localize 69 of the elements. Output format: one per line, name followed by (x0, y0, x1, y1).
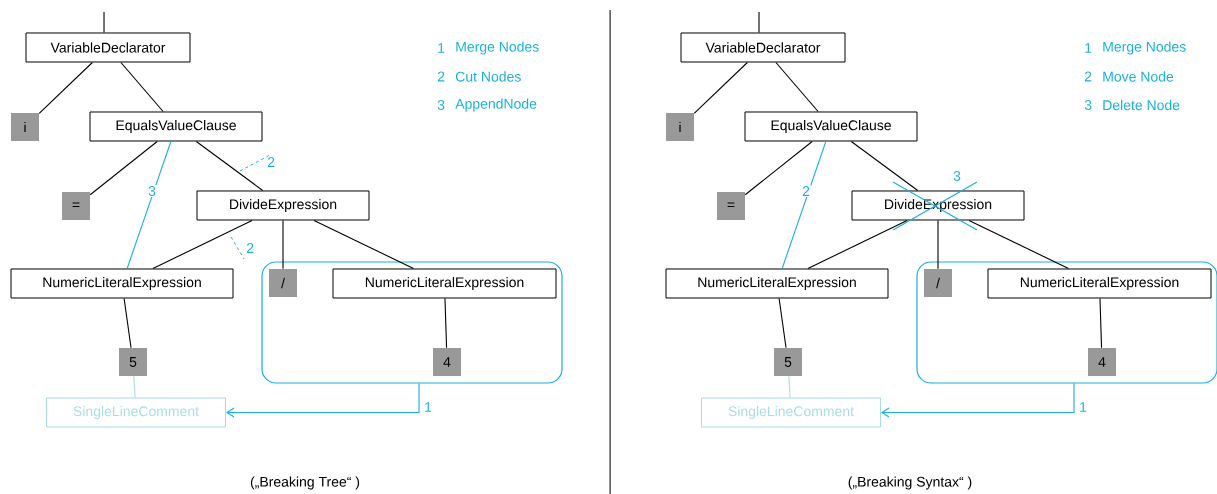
connector-line (282, 219, 284, 270)
connector-line (807, 219, 908, 270)
edge-label: 3 (147, 185, 157, 197)
legend-text: Merge Nodes (456, 41, 539, 55)
syntax-node-box: DivideExpression (196, 190, 370, 221)
syntax-node-box: NumericLiteralExpression (10, 268, 234, 299)
comment-node-box: SingleLineComment (701, 397, 881, 428)
connector-line (744, 140, 813, 196)
legend-text: Move Node (1103, 71, 1174, 82)
connector-line (968, 219, 1069, 270)
caption: („Breaking Syntax“ ) (848, 476, 972, 490)
legend-number: 1 (438, 43, 445, 53)
legend-number: 3 (1084, 100, 1092, 110)
token-tile: = (717, 192, 745, 220)
connector-line (120, 61, 164, 113)
token-tile: i (11, 113, 39, 141)
syntax-node-box: VariableDeclarator (25, 32, 191, 63)
token-tile: 5 (774, 348, 802, 376)
token-tile: / (269, 269, 297, 297)
legend-number: 3 (437, 100, 445, 110)
syntax-node-box: EqualsValueClause (744, 111, 918, 142)
token-tile: = (62, 192, 90, 220)
connector-line (126, 140, 172, 270)
syntax-node-box: NumericLiteralExpression (987, 268, 1212, 299)
connector-line (152, 219, 253, 270)
token-tile: 4 (1088, 348, 1116, 376)
connector-line (444, 297, 448, 349)
cut-number: 2 (267, 157, 275, 167)
token-tile: 4 (433, 348, 461, 376)
group-outline (261, 261, 563, 384)
legend-text: Merge Nodes (1103, 41, 1186, 55)
connector-line (788, 375, 791, 399)
legend-number: 1 (1085, 43, 1092, 53)
delete-number: 3 (953, 171, 961, 181)
syntax-node-box: EqualsValueClause (89, 111, 263, 142)
connector-line (781, 140, 827, 270)
token-tile: i (666, 113, 694, 141)
connector-line (775, 61, 819, 113)
connector-line (850, 140, 919, 192)
legend-number: 2 (437, 71, 445, 82)
connector-line (195, 140, 264, 192)
connector-line (693, 61, 748, 114)
connector-line (38, 61, 93, 114)
connector-line (89, 140, 158, 196)
arrow (881, 383, 1075, 418)
arrow (226, 383, 420, 418)
legend-number: 2 (1084, 71, 1092, 82)
connector-line (937, 219, 939, 270)
syntax-node-box: NumericLiteralExpression (665, 268, 889, 299)
token-tile: / (924, 269, 952, 297)
edge-label: 2 (801, 185, 811, 197)
cut-number: 2 (246, 243, 254, 253)
connector-line (778, 297, 787, 349)
syntax-node-box: NumericLiteralExpression (332, 268, 557, 299)
legend-text: Delete Node (1103, 99, 1180, 111)
caption: („Breaking Tree“ ) (250, 476, 360, 490)
edge-label: 1 (423, 401, 433, 413)
legend-text: AppendNode (455, 98, 537, 112)
legend-text: Cut Nodes (455, 71, 521, 82)
connector-line (758, 11, 760, 34)
syntax-node-box: VariableDeclarator (680, 32, 846, 63)
connector-line (1099, 297, 1103, 349)
connector-line (103, 11, 105, 34)
connector-line (313, 219, 414, 270)
connector-line (133, 375, 136, 399)
connector-line (123, 297, 132, 349)
token-tile: 5 (119, 348, 147, 376)
comment-node-box: SingleLineComment (46, 397, 226, 428)
edge-label: 1 (1078, 401, 1088, 413)
